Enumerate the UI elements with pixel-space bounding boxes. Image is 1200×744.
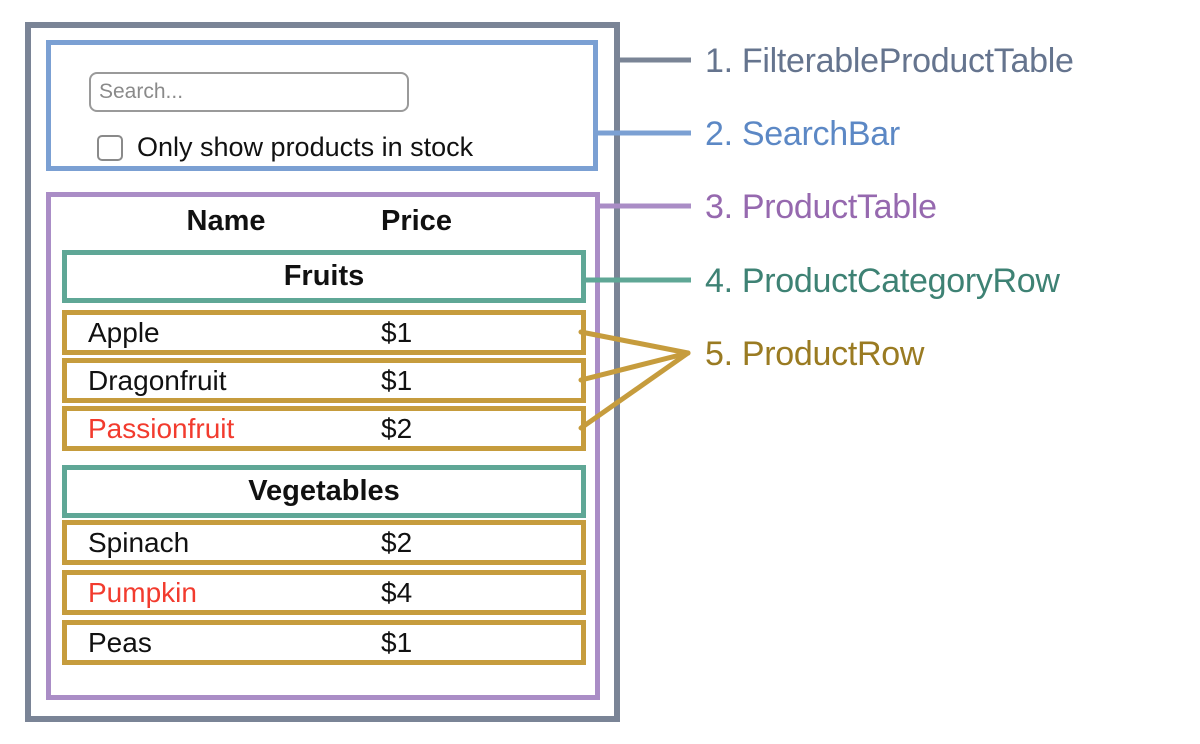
product-row-apple: Apple $1 <box>62 310 586 355</box>
product-name: Pumpkin <box>88 576 197 608</box>
search-input[interactable] <box>89 72 409 112</box>
product-price: $4 <box>381 576 413 608</box>
label-product-category-row: 4. ProductCategoryRow <box>705 262 1060 300</box>
product-row-peas: Peas $1 <box>62 620 586 665</box>
product-name: Dragonfruit <box>88 364 227 396</box>
product-price: $1 <box>381 364 413 396</box>
product-price: $1 <box>381 316 413 348</box>
product-price: $2 <box>381 526 413 558</box>
product-row-passionfruit: Passionfruit $2 <box>62 406 586 451</box>
product-row-dragonfruit: Dragonfruit $1 <box>62 358 586 403</box>
in-stock-checkbox[interactable] <box>97 134 123 161</box>
filterable-product-table-box: Only show products in stock Name Price F… <box>25 22 620 722</box>
product-price: $1 <box>381 626 413 658</box>
category-row-fruits: Fruits <box>62 250 586 303</box>
label-product-row: 5. ProductRow <box>705 335 925 373</box>
product-row-spinach: Spinach $2 <box>62 520 586 565</box>
product-table-box: Name Price Fruits Apple $1 Dragonfruit $… <box>46 192 600 700</box>
column-header-price: Price <box>381 205 452 237</box>
product-name: Apple <box>88 316 160 348</box>
search-bar-box: Only show products in stock <box>46 40 598 171</box>
product-price: $2 <box>381 412 413 444</box>
product-name: Spinach <box>88 526 190 558</box>
column-header-name: Name <box>186 205 266 237</box>
product-name: Peas <box>88 626 152 658</box>
in-stock-filter: Only show products in stock <box>97 132 473 163</box>
label-filterable-product-table: 1. FilterableProductTable <box>705 42 1074 80</box>
label-product-table: 3. ProductTable <box>705 188 937 226</box>
product-name: Passionfruit <box>88 412 235 444</box>
in-stock-checkbox-label: Only show products in stock <box>137 132 474 162</box>
category-label: Fruits <box>283 260 365 292</box>
product-row-pumpkin: Pumpkin $4 <box>62 570 586 615</box>
category-row-vegetables: Vegetables <box>62 465 586 518</box>
category-label: Vegetables <box>248 475 400 507</box>
label-search-bar: 2. SearchBar <box>705 115 900 153</box>
